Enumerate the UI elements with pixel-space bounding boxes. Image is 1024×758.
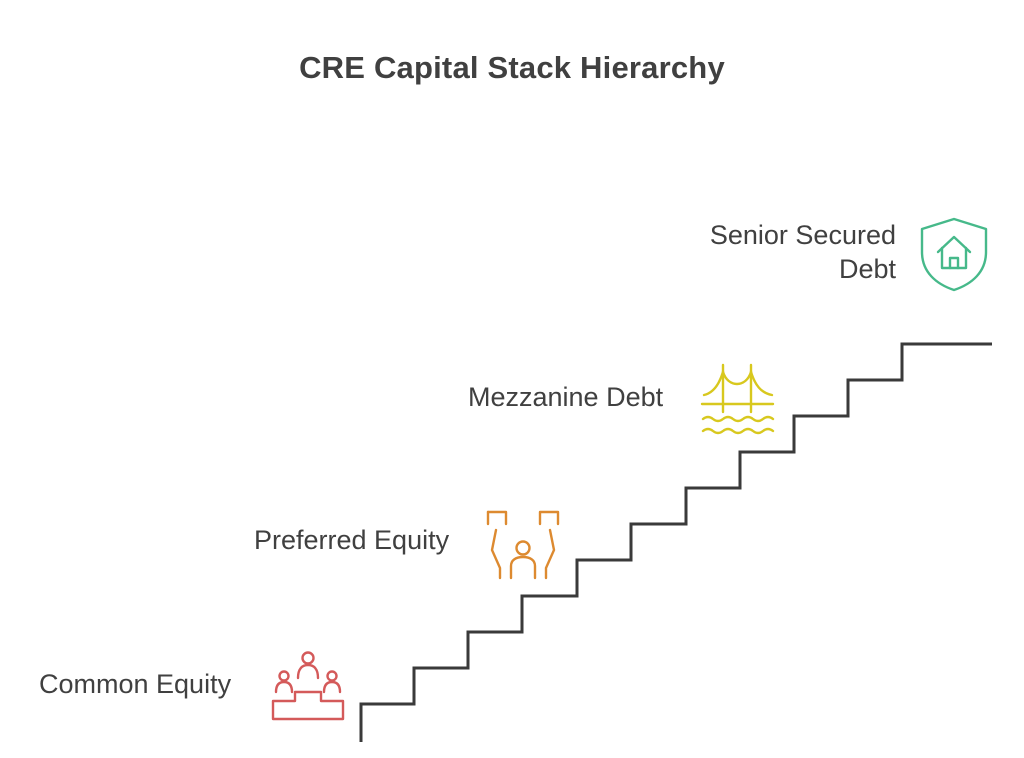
label-common-equity: Common Equity — [39, 669, 232, 699]
label-preferred-equity: Preferred Equity — [254, 525, 450, 555]
shield-house-icon — [920, 217, 988, 292]
staircase — [359, 342, 992, 742]
label-senior-line1: Senior Secured — [709, 220, 896, 250]
podium-people-icon — [271, 651, 345, 721]
diagram-title: CRE Capital Stack Hierarchy — [299, 50, 725, 85]
label-senior-line2: Debt — [838, 254, 896, 284]
held-up-person-icon — [486, 510, 560, 580]
label-mezzanine-debt: Mezzanine Debt — [468, 382, 664, 412]
label-senior-secured-debt: Senior Secured Debt — [710, 218, 896, 286]
bridge-icon — [700, 363, 775, 435]
